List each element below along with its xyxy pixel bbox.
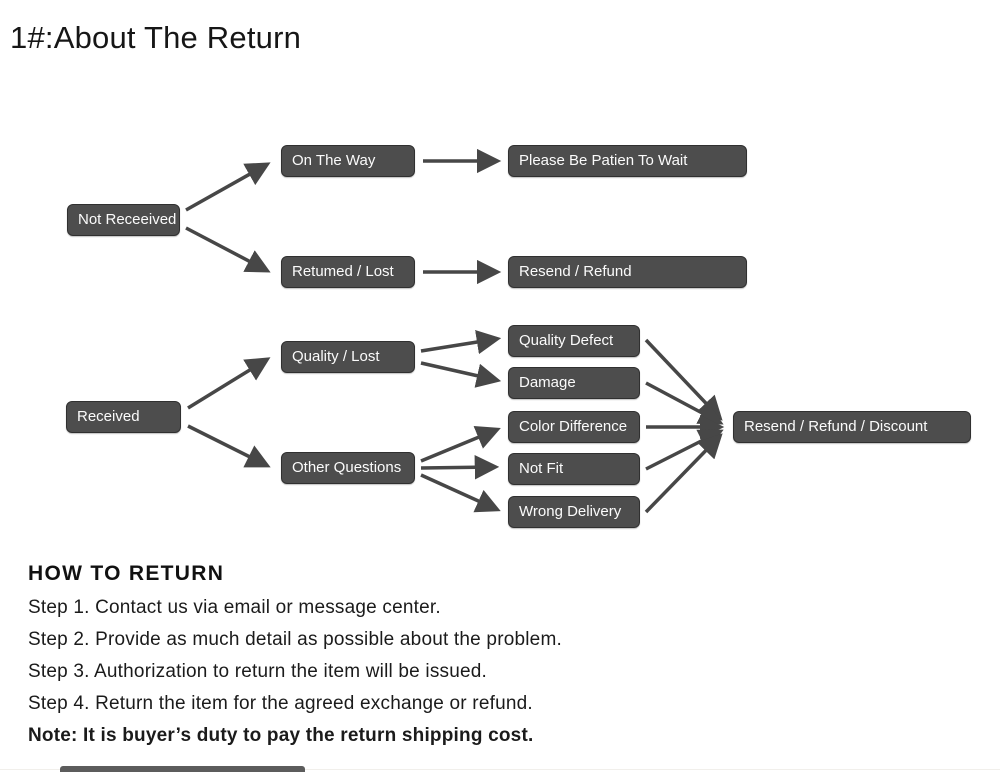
flow-node-quality-defect: Quality Defect: [508, 325, 640, 357]
flow-node-returned-lost: Retumed / Lost: [281, 256, 415, 288]
flow-node-damage: Damage: [508, 367, 640, 399]
flow-node-quality-lost: Quality / Lost: [281, 341, 415, 373]
step-1-line: Step 1. Contact us via email or message …: [28, 597, 441, 618]
page-title: 1#:About The Return: [10, 20, 302, 55]
how-to-return-heading: HOW TO RETURN: [28, 562, 225, 585]
flow-node-not-fit: Not Fit: [508, 453, 640, 485]
flow-node-received: Received: [66, 401, 181, 433]
bottom-divider-line: [0, 769, 1000, 770]
flow-node-please-be-patient: Please Be Patien To Wait: [508, 145, 747, 177]
flow-node-wrong-delivery: Wrong Delivery: [508, 496, 640, 528]
flow-node-other-questions: Other Questions: [281, 452, 415, 484]
flow-node-color-difference: Color Difference: [508, 411, 640, 443]
flow-node-not-received: Not Receeived: [67, 204, 180, 236]
step-4-line: Step 4. Return the item for the agreed e…: [28, 693, 533, 714]
flow-node-resend-refund-discount: Resend / Refund / Discount: [733, 411, 971, 443]
step-3-line: Step 3. Authorization to return the item…: [28, 661, 487, 682]
note-line: Note: It is buyer’s duty to pay the retu…: [28, 725, 534, 746]
cutoff-element: [60, 766, 305, 772]
how-to-return-section: HOW TO RETURN Step 1. Contact us via ema…: [28, 562, 562, 752]
flow-node-resend-refund: Resend / Refund: [508, 256, 747, 288]
flow-node-on-the-way: On The Way: [281, 145, 415, 177]
step-2-line: Step 2. Provide as much detail as possib…: [28, 629, 562, 650]
